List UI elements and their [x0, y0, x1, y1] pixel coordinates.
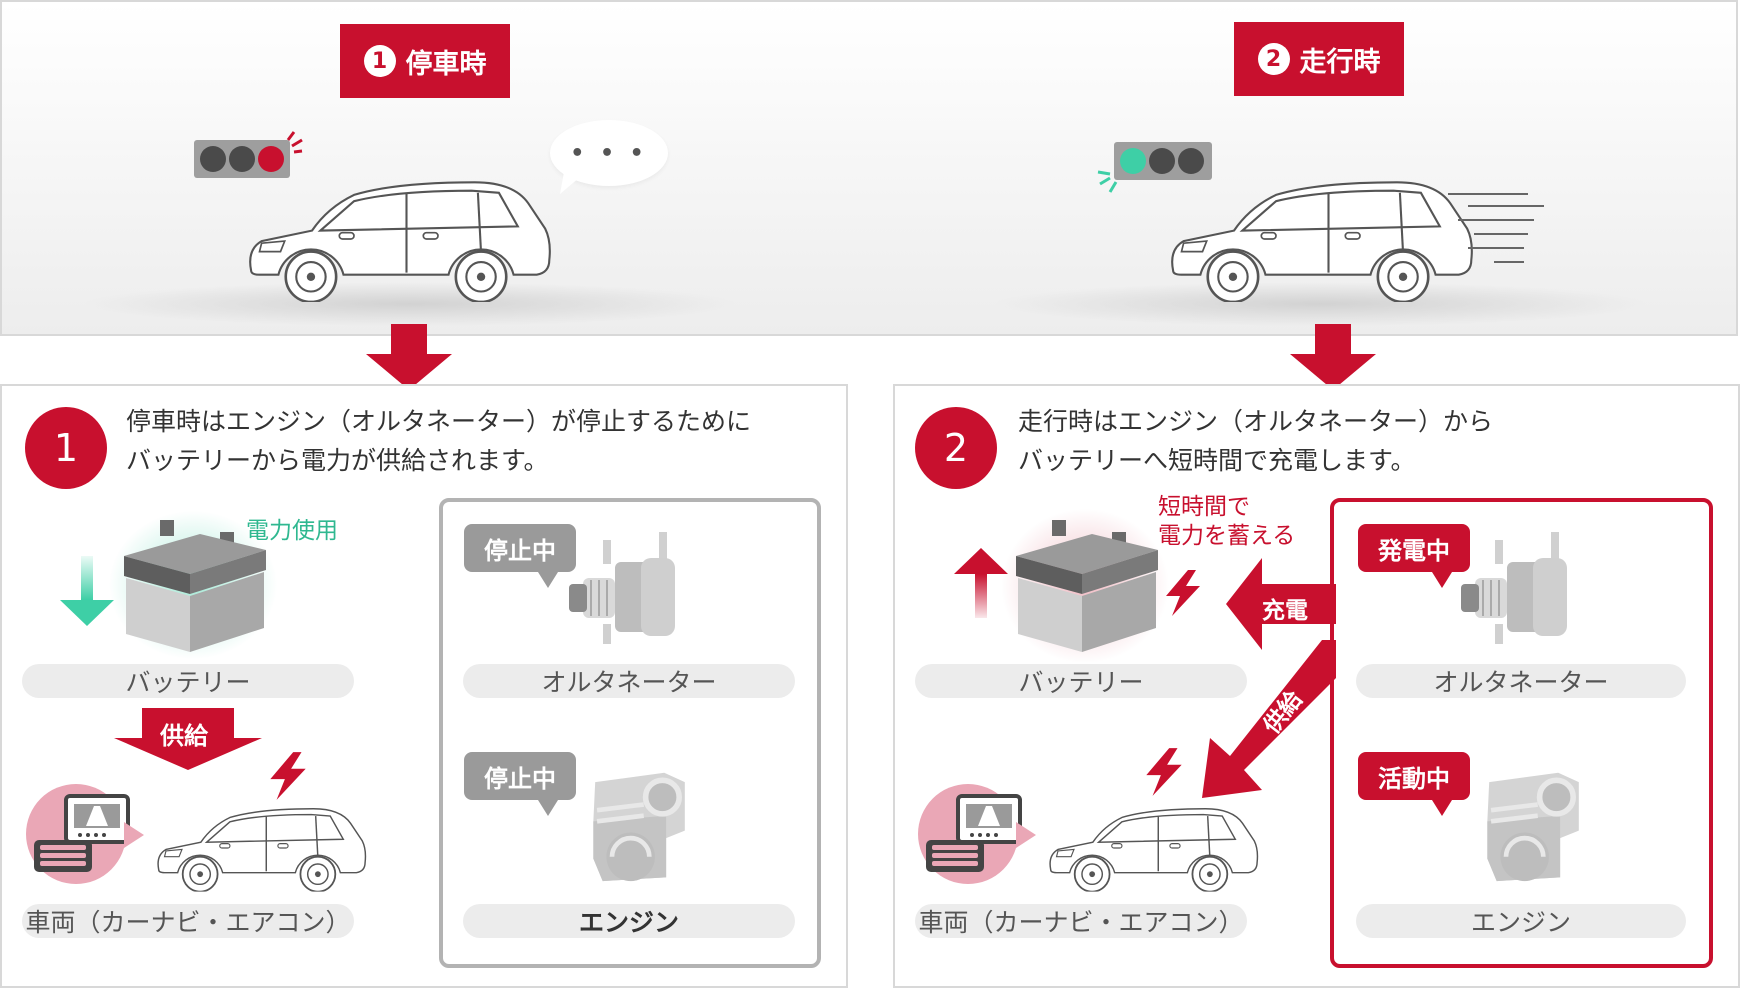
stop-description: 停車時はエンジン（オルタネーター）が停止するために バッテリーから電力が供給され… — [126, 402, 751, 480]
engine-stopped-icon — [584, 762, 696, 890]
air-vent-icon — [34, 840, 92, 872]
speed-lines-icon — [1448, 193, 1544, 263]
battery-label-drive: バッテリー — [915, 664, 1247, 698]
battery-label: バッテリー — [22, 664, 354, 698]
thought-bubble-dots: • • • — [570, 140, 648, 166]
traffic-light-red-icon — [194, 131, 303, 178]
vehicle-car-drive-icon — [1042, 804, 1260, 892]
drive-tag-number: 2 — [1257, 43, 1290, 75]
ground-shadow-left — [80, 282, 740, 326]
air-vent-drive-icon — [926, 840, 984, 872]
alternator-label: オルタネーター — [463, 664, 795, 698]
battery-store-note-line-1: 短時間で — [1158, 494, 1250, 520]
alternator-active-icon — [1450, 528, 1590, 658]
ground-shadow-right — [990, 282, 1650, 326]
engine-status-bubble: 停止中 — [464, 752, 576, 816]
active-components-box — [1330, 498, 1713, 968]
drive-number-badge: 2 — [915, 407, 997, 489]
battery-charging-icon — [1012, 516, 1162, 656]
thought-bubble-tail-icon — [560, 172, 586, 194]
down-arrow-left-icon — [366, 324, 452, 390]
car-stopped-icon — [236, 176, 556, 302]
stop-number-badge: 1 — [25, 407, 107, 489]
drive-description-line-2: バッテリーへ短時間で充電します。 — [1018, 446, 1416, 475]
alternator-status-bubble: 停止中 — [464, 524, 576, 588]
vehicle-pointer-drive-icon — [1016, 822, 1036, 848]
battery-usage-note: 電力使用 — [246, 518, 338, 544]
engine-label: エンジン — [463, 904, 795, 938]
spark-left-icon — [262, 750, 314, 802]
drive-tag: 2 走行時 — [1234, 22, 1404, 96]
traffic-light-green-icon — [1097, 142, 1212, 193]
vehicle-pointer-icon — [124, 822, 144, 848]
stop-description-line-2: バッテリーから電力が供給されます。 — [126, 446, 549, 475]
charge-left-arrow-icon — [1226, 558, 1336, 650]
alternator-active-bubble: 発電中 — [1358, 524, 1470, 588]
charge-up-arrow-icon — [954, 548, 1008, 618]
vehicle-label: 車両（カーナビ・エアコン） — [22, 904, 354, 938]
spark-vehicle-icon — [1138, 746, 1190, 798]
car-driving-icon — [1158, 176, 1478, 302]
supply-diagonal-arrow-icon — [1202, 640, 1336, 798]
navigation-monitor-icon — [64, 794, 130, 844]
drive-tag-label: 走行時 — [1299, 46, 1381, 78]
navigation-monitor-drive-icon — [956, 794, 1022, 844]
discharge-down-arrow-icon — [60, 556, 114, 626]
spark-battery-icon — [1158, 568, 1208, 618]
stop-tag-number: 1 — [363, 45, 396, 77]
drive-description: 走行時はエンジン（オルタネーター）から バッテリーへ短時間で充電します。 — [1018, 402, 1493, 480]
stopped-components-box — [439, 498, 821, 968]
battery-store-note-line-2: 電力を蓄える — [1158, 523, 1296, 549]
engine-active-bubble: 活動中 — [1358, 752, 1470, 816]
stop-tag: 1 停車時 — [340, 24, 510, 98]
supply-down-arrow-icon — [114, 708, 262, 770]
engine-label-drive: エンジン — [1356, 904, 1686, 938]
supply-arrow-label: 供給 — [160, 722, 208, 750]
vehicle-car-icon — [150, 804, 368, 892]
charge-arrow-label: 充電 — [1262, 598, 1308, 624]
down-arrow-right-icon — [1290, 324, 1376, 390]
alternator-label-drive: オルタネーター — [1356, 664, 1686, 698]
vehicle-label-drive: 車両（カーナビ・エアコン） — [915, 904, 1247, 938]
stop-description-line-1: 停車時はエンジン（オルタネーター）が停止するために — [126, 407, 752, 436]
engine-active-icon — [1478, 762, 1590, 890]
drive-description-line-1: 走行時はエンジン（オルタネーター）から — [1018, 407, 1494, 436]
stop-tag-label: 停車時 — [405, 48, 487, 80]
battery-store-note: 短時間で 電力を蓄える — [1158, 493, 1295, 551]
alternator-stopped-icon — [558, 528, 698, 658]
